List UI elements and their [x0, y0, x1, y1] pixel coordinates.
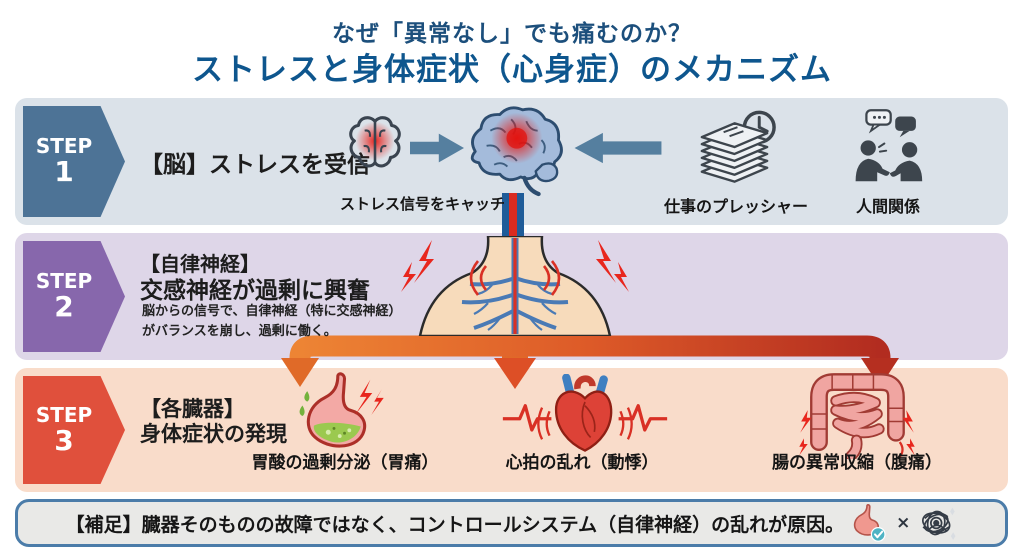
arrow-left-icon — [574, 132, 662, 164]
footer-multiply-sign: × — [896, 513, 911, 533]
step2-heading-line1: 【自律神経】 — [140, 252, 260, 276]
step2-description: 脳からの信号で、自律神経（特に交感神経） がバランスを崩し、過剰に働く。 — [142, 302, 401, 341]
page-title: ストレスと身体症状（心身症）のメカニズム — [192, 52, 832, 88]
heart-ecg-icon — [502, 374, 668, 452]
step2-description-line2: がバランスを崩し、過剰に働く。 — [142, 323, 337, 339]
caption-intestine-symptom: 腸の異常収縮（腹痛） — [772, 453, 942, 473]
relationships-people-icon — [855, 109, 923, 182]
caption-stomach-symptom: 胃酸の過剰分泌（胃痛） — [251, 453, 439, 473]
step1-heading: 【脳】ストレスを受信 — [140, 152, 370, 178]
step3-heading-line1: 【各臓器】 — [140, 397, 245, 421]
footer-note-text: 【補足】臓器そのものの故障ではなく、コントロールシステム（自律神経）の乱れが原因… — [65, 513, 845, 536]
nerve-tangle-icon — [922, 507, 956, 540]
stomach-icon — [299, 372, 384, 448]
caption-heart-symptom: 心拍の乱れ（動悸） — [505, 453, 659, 473]
step2-heading-line2: 交感神経が過剰に興奮 — [140, 278, 370, 304]
step3-heading-line2: 身体症状の発現 — [140, 422, 287, 446]
step3-badge-label: STEP — [35, 402, 93, 427]
work-pressure-papers-clock-icon — [700, 110, 776, 183]
intestine-icon — [799, 373, 915, 459]
brain-icon — [470, 106, 563, 197]
step1-badge-label: STEP — [35, 134, 93, 159]
step3-badge-number: 3 — [54, 423, 74, 457]
caption-stress-signal: ストレス信号をキャッチ — [340, 195, 506, 213]
step1-badge: STEP 1 — [23, 106, 125, 217]
caption-work-pressure: 仕事のプレッシャー — [663, 197, 808, 216]
arrow-right-icon — [410, 133, 464, 163]
stress-signal-brain-icon — [349, 116, 401, 168]
page-subtitle: なぜ「異常なし」でも痛むのか？ — [332, 21, 692, 47]
step1-badge-number: 1 — [54, 155, 74, 189]
step2-description-line1: 脳からの信号で、自律神経（特に交感神経） — [142, 304, 402, 319]
step2-badge-label: STEP — [35, 269, 93, 294]
stomach-check-icon — [853, 504, 886, 542]
caption-relationships: 人間関係 — [855, 197, 920, 216]
nervous-system-torso-icon — [401, 236, 629, 336]
step2-badge: STEP 2 — [23, 241, 125, 352]
footer-note: 【補足】臓器そのものの故障ではなく、コントロールシステム（自律神経）の乱れが原因… — [15, 499, 1008, 547]
step2-badge-number: 2 — [54, 290, 74, 324]
step3-badge: STEP 3 — [23, 376, 125, 484]
